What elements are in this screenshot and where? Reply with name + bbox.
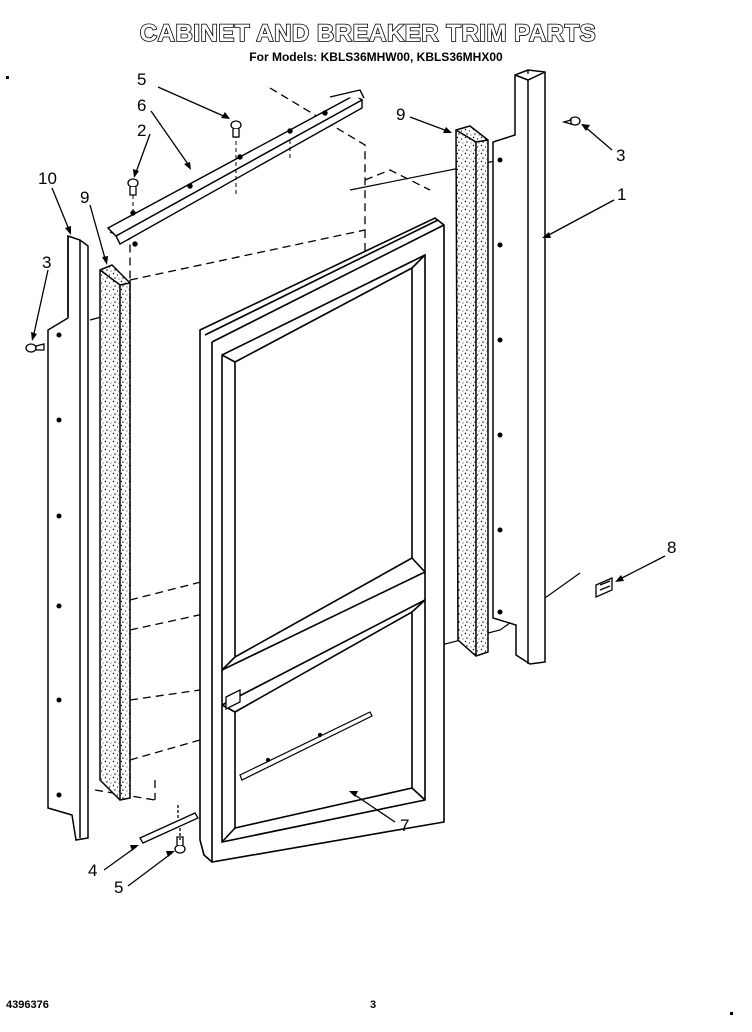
document-number: 4396376 <box>6 999 49 1011</box>
leader-lines <box>32 86 666 887</box>
corner-mark <box>730 1012 733 1015</box>
callout-6: 6 <box>137 96 146 115</box>
callout-7: 7 <box>400 816 409 835</box>
callout-9-right: 9 <box>396 105 405 124</box>
screw-part-5-bottom <box>174 836 186 854</box>
screw-part-3-left <box>25 343 45 353</box>
callout-9-left: 9 <box>80 188 89 207</box>
screw-part-3-right <box>561 116 581 126</box>
callout-4: 4 <box>88 861 97 880</box>
part-6-top-bracket <box>106 89 365 247</box>
part-1-right-trim <box>492 69 546 665</box>
bracket-screw-guides <box>132 134 291 215</box>
leader-arrowheads <box>31 112 624 857</box>
lower-breaker-bar <box>239 711 373 781</box>
screw-part-2 <box>127 178 139 196</box>
callout-2: 2 <box>137 121 146 140</box>
callout-3-left: 3 <box>42 253 51 272</box>
part-9-right-foam-strip <box>455 125 489 657</box>
callout-3-right: 3 <box>616 146 625 165</box>
part-8-clip <box>225 577 613 711</box>
corner-mark <box>6 76 9 79</box>
screw-part-5-top <box>230 120 242 138</box>
model-subtitle: For Models: KBLS36MHW00, KBLS36MHX00 <box>249 50 503 64</box>
callout-10: 10 <box>38 169 57 188</box>
page-number: 3 <box>370 999 377 1011</box>
callout-8: 8 <box>667 538 676 557</box>
callout-5-top: 5 <box>137 70 146 89</box>
part-9-left-foam-strip <box>99 264 131 801</box>
callout-5-bottom: 5 <box>114 878 123 897</box>
part-4-bottom-bracket <box>139 805 199 844</box>
part-7-door-frame <box>199 217 445 863</box>
part-10-left-trim <box>47 234 89 841</box>
callout-1: 1 <box>617 185 626 204</box>
page-title: CABINET AND BREAKER TRIM PARTS <box>139 19 597 48</box>
